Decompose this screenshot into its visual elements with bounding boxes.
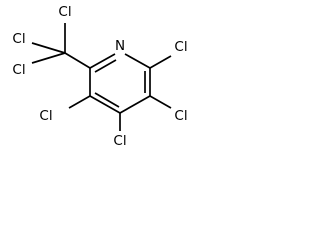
atom-label-cl-cf-left-upper: Cl (12, 31, 25, 47)
bond-c3-c4 (119, 95, 151, 114)
atom-label-cl-c4: Cl (113, 133, 126, 149)
pentachloro-methylpyridine-structure: N Cl Cl Cl Cl Cl Cl Cl (12, 4, 187, 149)
bond-c6-n1-inner (94, 59, 117, 73)
bond-c4-c5 (89, 95, 121, 114)
atom-label-cl-c5: Cl (39, 108, 52, 124)
bond-c3-cl (149, 95, 172, 109)
atom-label-cl-cf-left-lower: Cl (12, 62, 25, 78)
atom-label-cl-c3: Cl (174, 108, 187, 124)
bond-c2-cl (149, 55, 172, 69)
bond-c5-cl (68, 95, 91, 109)
bond-cf-cl-left-upper (31, 42, 66, 54)
bond-cf-cl-left-lower (31, 52, 66, 64)
atom-label-cl-cf-top: Cl (58, 4, 71, 20)
bond-c6-cf (64, 52, 91, 69)
bond-c6-n1 (89, 53, 116, 69)
atom-label-n1: N (115, 38, 125, 54)
bond-n1-c2 (124, 53, 151, 69)
atom-label-cl-c2: Cl (174, 39, 187, 55)
bond-c4-c5-inner (94, 92, 120, 108)
